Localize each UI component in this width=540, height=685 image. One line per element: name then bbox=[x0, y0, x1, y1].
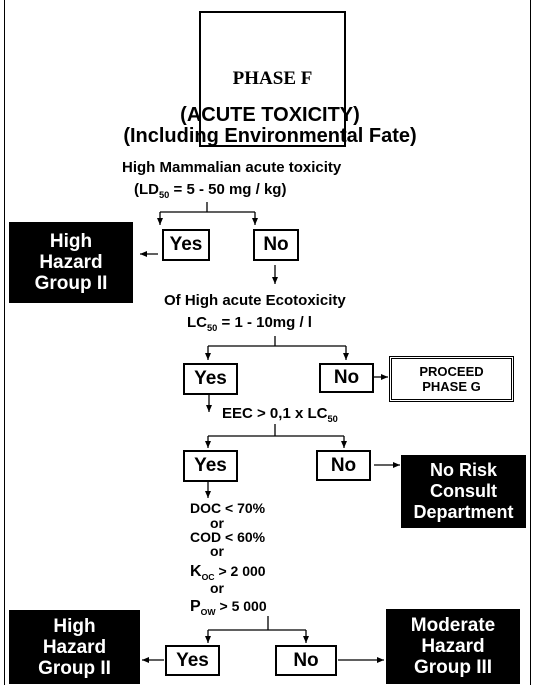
step1-criterion-rest: = 5 - 50 mg / kg) bbox=[169, 181, 287, 198]
step3-criterion: EEC > 0,1 x LC50 bbox=[222, 405, 338, 424]
connector-split-2 bbox=[208, 336, 346, 347]
phase-title: PHASE F bbox=[232, 68, 313, 89]
step1-criterion-prefix: (LD bbox=[134, 181, 159, 198]
step2-criterion: LC50 = 1 - 10mg / l bbox=[187, 314, 312, 333]
outcome-proceed-line1: PROCEED bbox=[419, 364, 484, 379]
yes-label-2: Yes bbox=[194, 368, 227, 389]
step2-criterion-prefix: LC bbox=[187, 314, 207, 331]
yes-box-3: Yes bbox=[183, 450, 238, 482]
criteria-or-2: or bbox=[210, 543, 224, 559]
no-box-1: No bbox=[253, 229, 299, 261]
step3-criterion-sub: 50 bbox=[327, 414, 338, 424]
yes-box-4: Yes bbox=[165, 645, 220, 676]
no-box-3: No bbox=[316, 450, 371, 481]
criteria-pow-base: P bbox=[190, 598, 201, 615]
outcome-proceed-phase-g: PROCEED PHASE G bbox=[389, 356, 514, 402]
outcome-moderate-hazard: Moderate Hazard Group III bbox=[386, 609, 520, 684]
criteria-koc-base: K bbox=[190, 563, 202, 580]
outcome-no-risk-line1: No Risk bbox=[429, 460, 498, 480]
outcome-moderate-line2: Hazard bbox=[421, 636, 485, 657]
no-label-4: No bbox=[293, 649, 319, 671]
heading-line-2: (Including Environmental Fate) bbox=[123, 125, 417, 147]
connector-split-4 bbox=[208, 616, 306, 631]
yes-label-3: Yes bbox=[194, 455, 227, 476]
no-box-4: No bbox=[275, 645, 337, 676]
outcome-high-hazard-1-line1: High bbox=[49, 231, 93, 252]
connector-split-3 bbox=[208, 424, 344, 437]
outcome-high-hazard-1-line3: Group II bbox=[34, 273, 108, 294]
criteria-or-3: or bbox=[210, 580, 224, 596]
no-label-2: No bbox=[333, 367, 360, 388]
outcome-no-risk-line3: Department bbox=[413, 502, 514, 522]
outcome-no-risk-line2: Consult bbox=[430, 481, 497, 501]
outcome-high-hazard-2-line3: Group II bbox=[38, 657, 111, 679]
outcome-high-hazard-1: High Hazard Group II bbox=[9, 222, 133, 303]
step3-criterion-prefix: EEC > 0,1 x LC bbox=[222, 405, 328, 422]
step2-question: Of High acute Ecotoxicity bbox=[164, 292, 346, 309]
no-label-3: No bbox=[330, 454, 357, 476]
yes-label-4: Yes bbox=[176, 649, 209, 671]
connector-split-1 bbox=[160, 202, 255, 213]
frame-left-border bbox=[4, 0, 5, 685]
criteria-pow-sub: OW bbox=[200, 606, 216, 617]
outcome-high-hazard-1-line2: Hazard bbox=[39, 252, 103, 273]
criteria-koc: KOC > 2 000 bbox=[190, 563, 266, 582]
frame-right-border bbox=[530, 0, 531, 685]
step2-criterion-sub: 50 bbox=[207, 323, 218, 333]
outcome-high-hazard-2: High Hazard Group II bbox=[9, 610, 140, 684]
step1-criterion-sub: 50 bbox=[159, 190, 170, 200]
outcome-high-hazard-2-line1: High bbox=[53, 615, 96, 637]
outcome-no-risk: No Risk Consult Department bbox=[401, 455, 526, 528]
outcome-high-hazard-2-line2: Hazard bbox=[42, 636, 107, 658]
criteria-cod: COD < 60% bbox=[190, 529, 266, 545]
criteria-or-1: or bbox=[210, 515, 224, 531]
step1-criterion: (LD50 = 5 - 50 mg / kg) bbox=[134, 181, 286, 200]
yes-box-1: Yes bbox=[162, 229, 210, 261]
step1-question: High Mammalian acute toxicity bbox=[122, 159, 342, 176]
outcome-moderate-line3: Group III bbox=[413, 657, 493, 678]
criteria-pow-rest: > 5 000 bbox=[215, 598, 267, 614]
outcome-proceed-line2: PHASE G bbox=[422, 379, 481, 394]
no-label-1: No bbox=[263, 234, 289, 255]
criteria-doc: DOC < 70% bbox=[190, 500, 266, 516]
phase-title-box: PHASE F bbox=[199, 11, 346, 147]
yes-label-1: Yes bbox=[169, 234, 203, 255]
criteria-koc-rest: > 2 000 bbox=[214, 563, 266, 579]
yes-box-2: Yes bbox=[183, 363, 238, 395]
criteria-koc-sub: OC bbox=[201, 571, 215, 582]
outcome-moderate-line1: Moderate bbox=[410, 615, 496, 636]
step2-criterion-rest: = 1 - 10mg / l bbox=[217, 314, 312, 331]
heading-line-1: (ACUTE TOXICITY) bbox=[180, 104, 360, 126]
criteria-pow: POW > 5 000 bbox=[190, 598, 267, 617]
no-box-2: No bbox=[319, 363, 374, 393]
